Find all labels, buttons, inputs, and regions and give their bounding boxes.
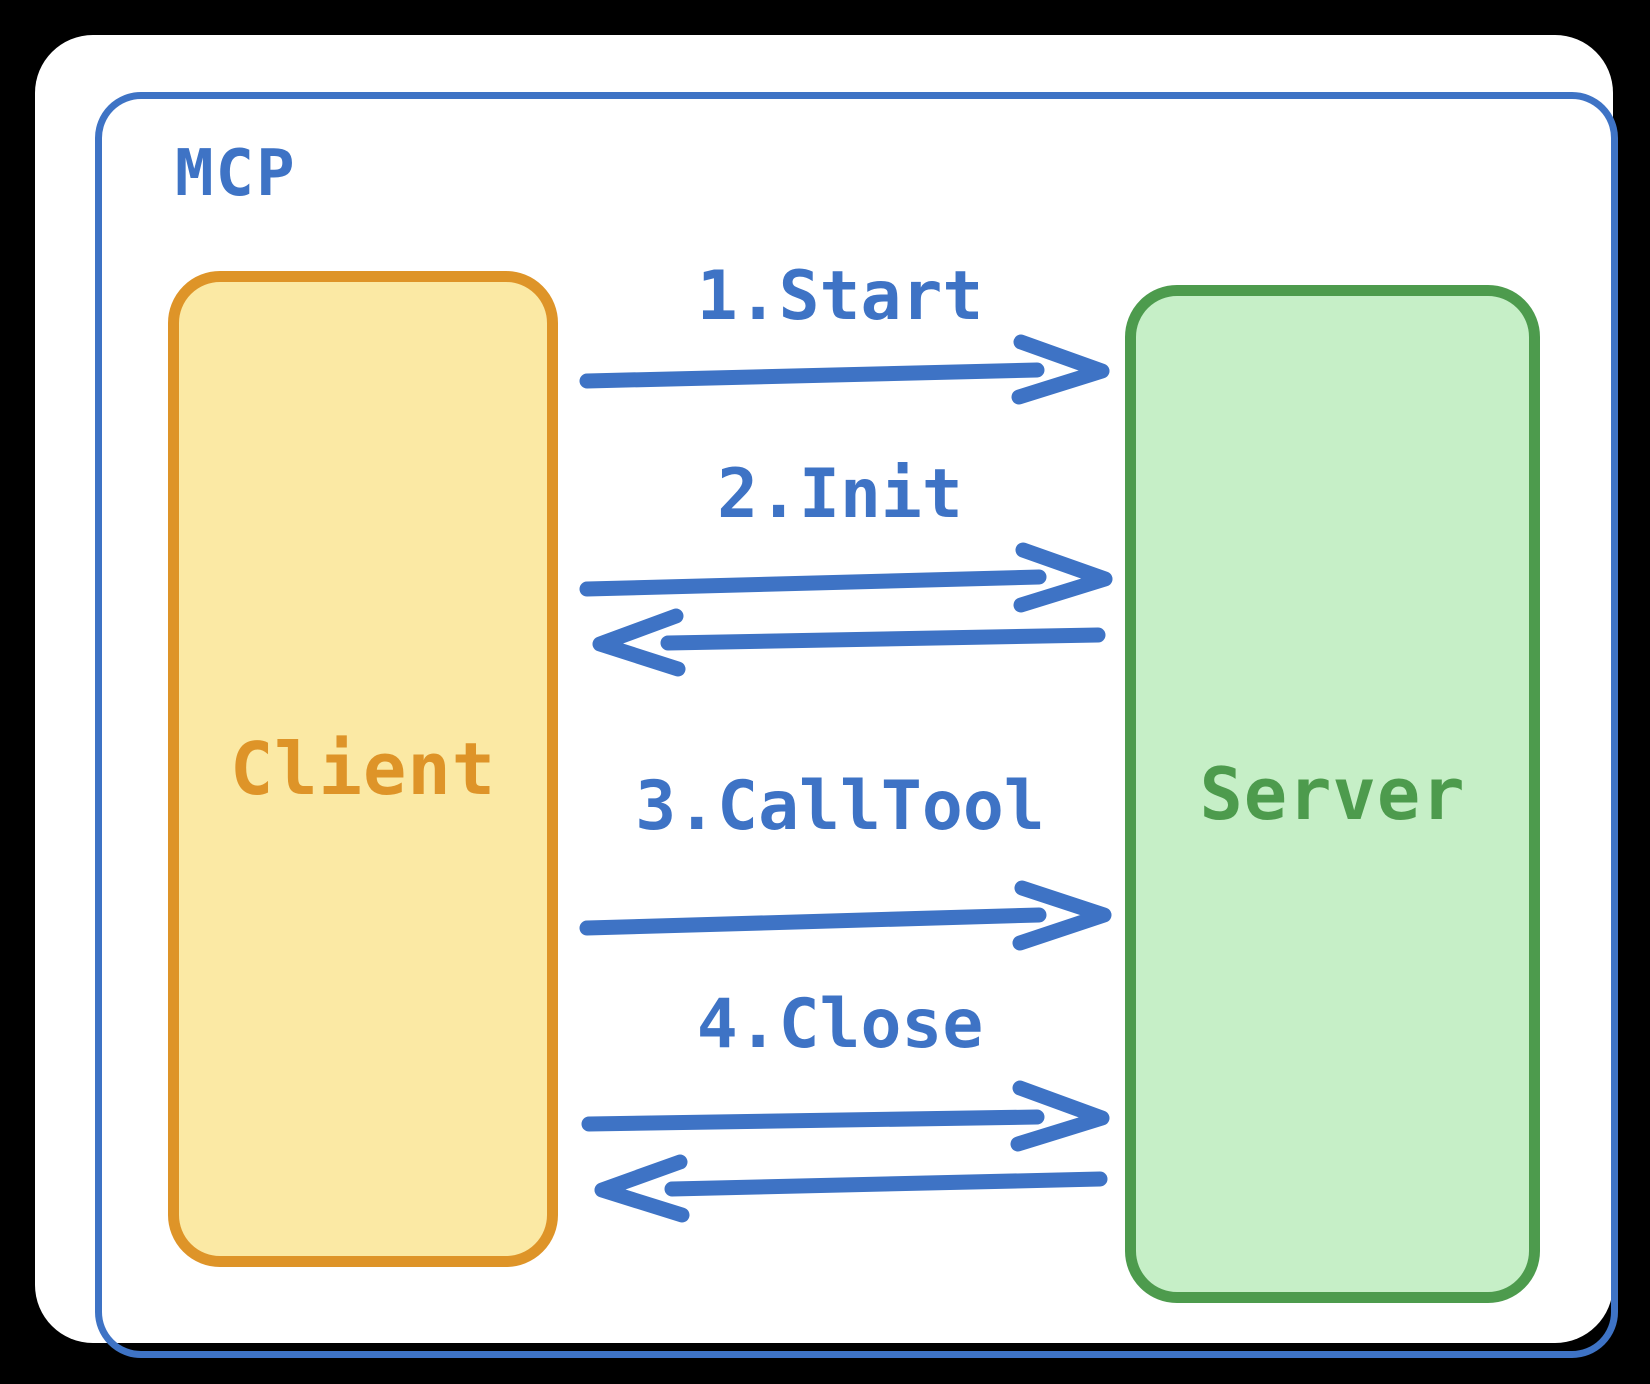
message-label-calltool: 3.CallTool xyxy=(635,767,1045,846)
message-label-close: 4.Close xyxy=(696,985,984,1064)
arrow-start-forward xyxy=(579,334,1110,405)
diagram-card: MCP Client Server 1.Start 2.Init 3.CallT… xyxy=(35,35,1618,1358)
arrow-close-return xyxy=(594,1154,1108,1223)
mcp-label: MCP xyxy=(175,137,297,211)
arrow-init-return xyxy=(592,608,1106,677)
server-label: Server xyxy=(1199,752,1466,836)
arrow-calltool-forward xyxy=(579,880,1112,951)
mcp-frame xyxy=(95,92,1618,1358)
message-label-start: 1.Start xyxy=(696,257,984,336)
arrow-close-forward xyxy=(581,1080,1110,1152)
server-node: Server xyxy=(1125,285,1540,1303)
client-node: Client xyxy=(168,271,558,1267)
message-label-init: 2.Init xyxy=(717,455,963,534)
arrow-init-forward xyxy=(579,542,1113,613)
client-label: Client xyxy=(229,727,497,811)
